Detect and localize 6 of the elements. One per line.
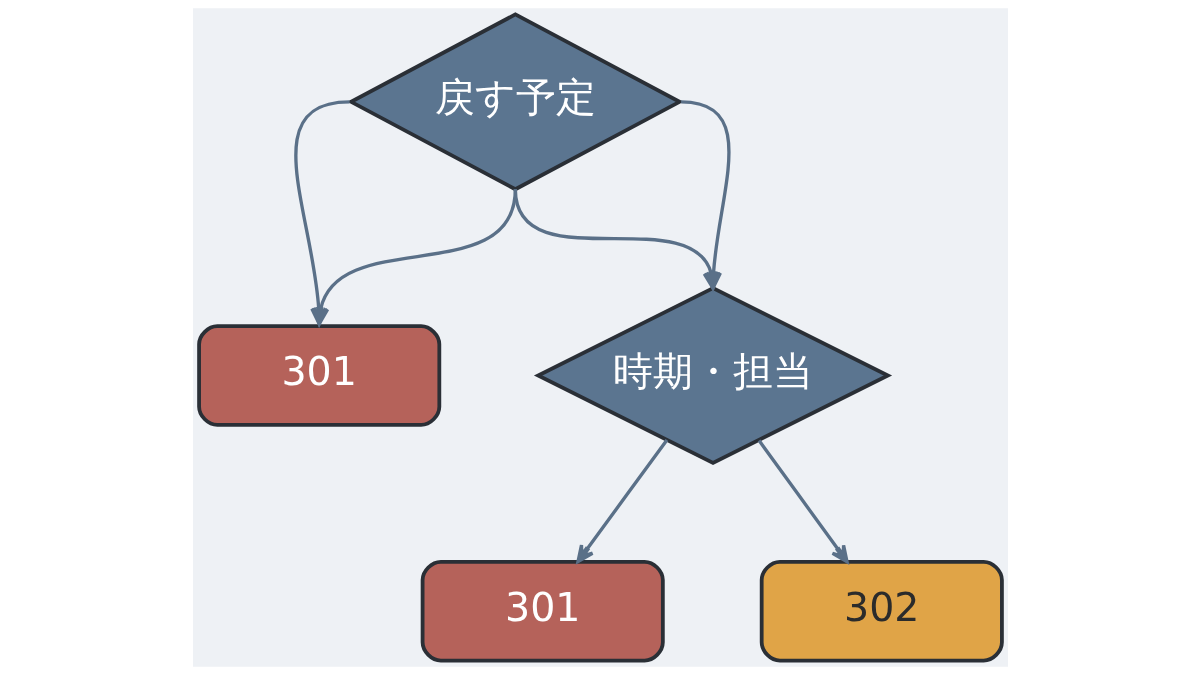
node-diamond: 時期・担当 — [533, 285, 892, 466]
node-box: 302 — [759, 559, 1004, 663]
arrow — [575, 439, 668, 564]
node-box: 301 — [420, 559, 665, 663]
node-box: 301 — [196, 324, 441, 427]
arrow — [757, 439, 849, 564]
